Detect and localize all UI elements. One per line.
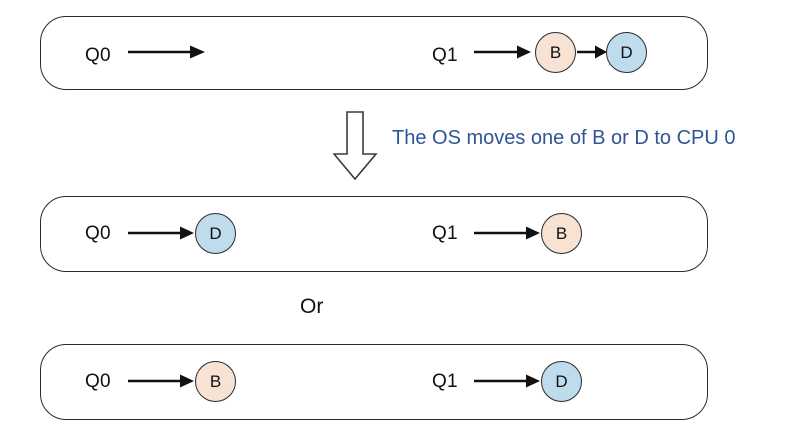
queue-label-q0-row1: Q0 <box>85 45 111 66</box>
arrow-q0-row3 <box>128 374 194 388</box>
arrow-q0-row1 <box>128 45 205 59</box>
transition-annotation-text: The OS moves one of B or D to CPU 0 <box>392 127 736 149</box>
queue-label-q1-row1: Q1 <box>432 45 458 66</box>
or-separator-label: Or <box>300 295 324 318</box>
arrow-q1-row1 <box>474 45 531 59</box>
process-node-label: B <box>549 43 562 62</box>
transition-down-arrow-icon <box>333 111 378 181</box>
process-node-label: D <box>620 43 633 62</box>
arrow-b-to-d-row1 <box>577 45 607 59</box>
process-node-d-row3[interactable]: D <box>541 361 582 402</box>
process-node-b-row2[interactable]: B <box>541 213 582 254</box>
process-node-b-row1[interactable]: B <box>535 32 576 73</box>
process-node-d-row2[interactable]: D <box>195 213 236 254</box>
queue-label-q1-row2: Q1 <box>432 223 458 244</box>
process-node-label: D <box>555 372 568 391</box>
arrow-q1-row3 <box>474 374 540 388</box>
process-node-b-row3[interactable]: B <box>195 361 236 402</box>
process-node-d-row1[interactable]: D <box>606 32 647 73</box>
queue-label-q0-row3: Q0 <box>85 371 111 392</box>
arrow-q0-row2 <box>128 226 194 240</box>
queue-label-q0-row2: Q0 <box>85 223 111 244</box>
process-node-label: B <box>555 224 568 243</box>
arrow-q1-row2 <box>474 226 540 240</box>
process-node-label: B <box>209 372 222 391</box>
process-node-label: D <box>209 224 222 243</box>
queue-label-q1-row3: Q1 <box>432 371 458 392</box>
